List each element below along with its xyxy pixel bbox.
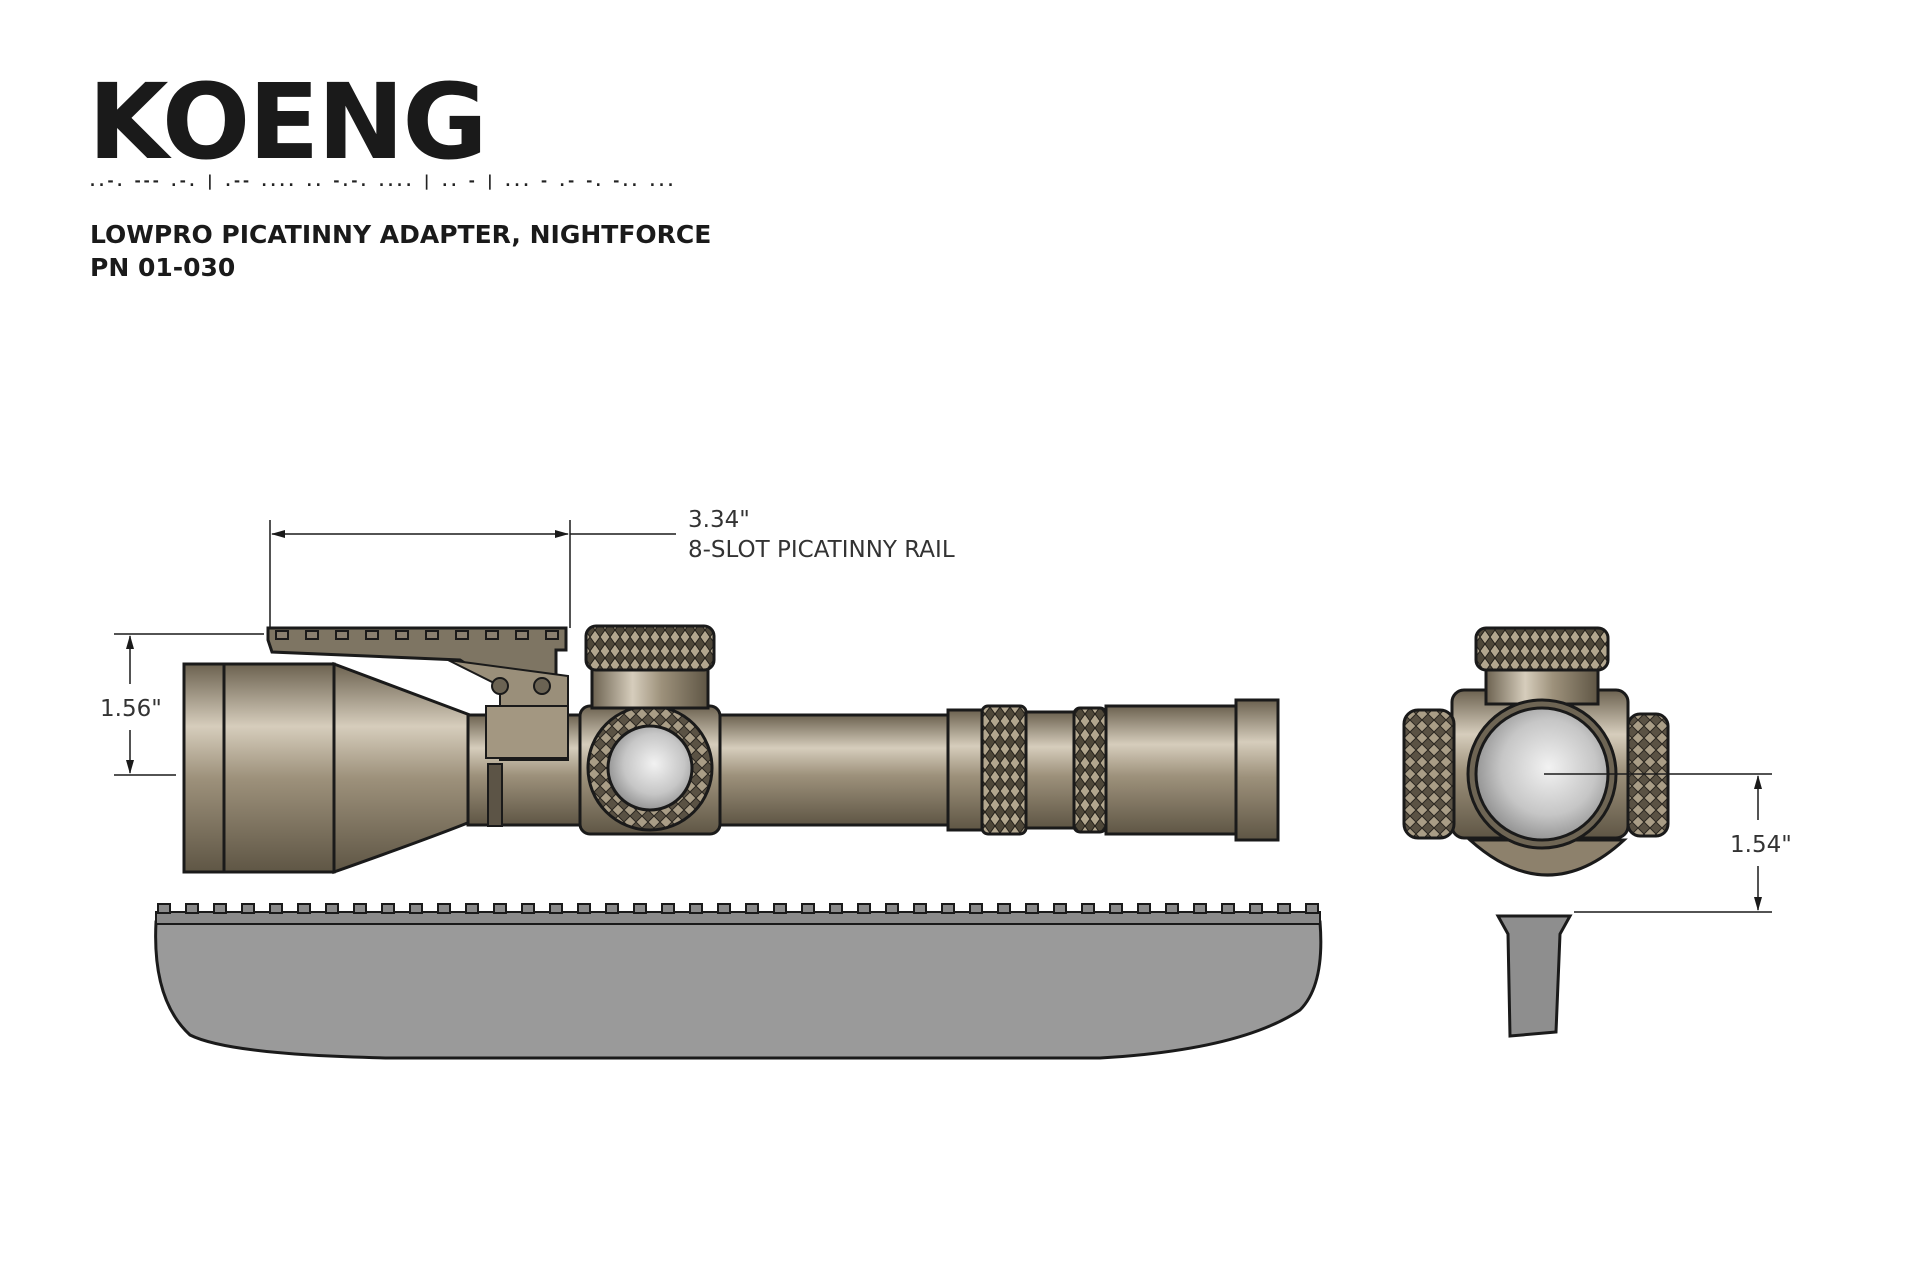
scope-objective (182, 661, 472, 875)
part-number: PN 01-030 (90, 253, 236, 282)
rifle-rail (154, 903, 1323, 1060)
front-height-label: 1.54" (1730, 832, 1792, 858)
front-view: 1.54" (1402, 626, 1792, 1038)
elevation-knob (584, 624, 716, 672)
power-ring-knurl (980, 704, 1028, 836)
picatinny-adapter (266, 626, 569, 827)
logo-wordmark: KOENG (88, 76, 486, 183)
koeng-logo: KOENG (88, 76, 488, 183)
logo-morse-code: ..-. --- .-. | .-- .... .. -.-. .... | .… (88, 172, 675, 190)
elevation-turret (584, 624, 716, 710)
front-rail-section (1495, 914, 1573, 1038)
scope-eyepiece (946, 698, 1280, 842)
rail-teeth (157, 903, 1319, 914)
dimension-side-height: 1.56" (100, 633, 264, 776)
rail-length-label: 3.34" (688, 507, 750, 533)
dimension-rail-length: 3.34" 8-SLOT PICATINNY RAIL (269, 507, 955, 628)
front-right-knob (1626, 712, 1670, 838)
product-title: LOWPRO PICATINNY ADAPTER, NIGHTFORCE (90, 220, 712, 249)
side-view: 3.34" 8-SLOT PICATINNY RAIL 1.56" (100, 507, 1323, 1060)
side-height-label: 1.56" (100, 696, 162, 722)
front-elevation-knob (1474, 626, 1610, 672)
side-turret-cap (606, 724, 694, 812)
turret-saddle (578, 704, 722, 836)
rail-description-label: 8-SLOT PICATINNY RAIL (688, 537, 955, 563)
front-left-knob (1402, 708, 1456, 840)
focus-ring-knurl (1072, 706, 1108, 834)
dimension-front-height: 1.54" (1544, 773, 1792, 913)
